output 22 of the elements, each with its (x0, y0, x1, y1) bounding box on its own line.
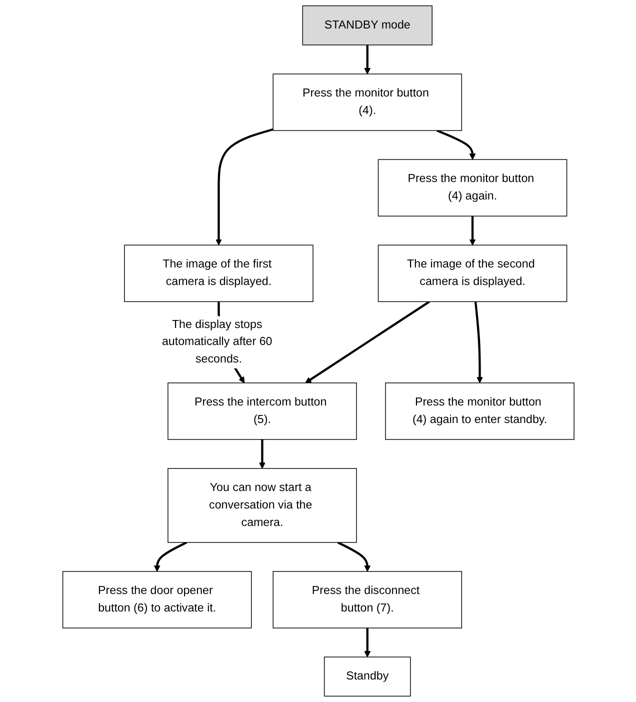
node-box: Press the door opener button (6) to activate it. (62, 571, 252, 628)
arrow (336, 541, 370, 572)
arrow (215, 128, 273, 246)
node-box: Press the monitor button (4) again. (377, 159, 567, 216)
node-box: Press the monitor button (4). (272, 74, 462, 131)
arrow (304, 300, 430, 384)
arrow (258, 439, 265, 469)
node-box: Press the intercom button (5). (167, 382, 356, 440)
arrow (364, 44, 370, 74)
node-box: Press the monitor button (4) again to enter standby. (384, 382, 574, 440)
node-box: You can now start a conversation via the camera. (167, 468, 356, 543)
arrow (468, 216, 476, 246)
node-box: The image of the first camera is displayed. (124, 244, 313, 302)
arrow (364, 628, 370, 658)
node-box: STANDBY mode (302, 5, 432, 46)
arrow (474, 302, 483, 384)
arrow (436, 130, 476, 160)
node-box: The image of the second camera is displayed. (377, 244, 567, 302)
node-box: Press the disconnect button (7). (272, 571, 462, 628)
edge-label: The display stops automatically after 60 seconds. (162, 318, 272, 366)
arrow (153, 541, 187, 572)
node-box: Standby (324, 656, 410, 697)
